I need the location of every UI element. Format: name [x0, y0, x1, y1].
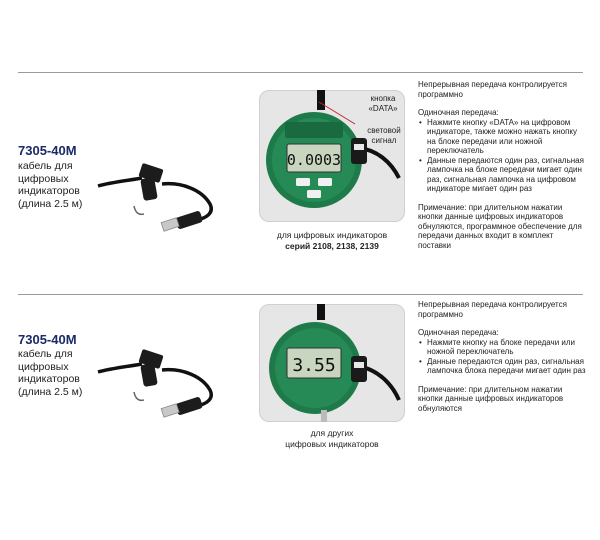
intro-text: Непрерывная передача контролируется прог…	[418, 80, 567, 99]
photo-caption: для других цифровых индикаторов	[259, 428, 405, 449]
note-text: Примечание: при длительном нажатии кнопк…	[418, 384, 564, 413]
digital-indicator-icon: 3.55	[269, 304, 401, 422]
single-transfer-item: Данные передаются один раз, сигнальная л…	[419, 357, 586, 376]
digital-indicator-icon: 0.0003	[266, 90, 401, 208]
separator-top	[18, 72, 583, 73]
single-transfer-item: Данные передаются один раз, сигнальная л…	[419, 156, 586, 194]
note-text: Примечание: при длительном нажатии кнопк…	[418, 202, 582, 250]
caption-line-2: серий 2108, 2138, 2139	[285, 240, 379, 251]
intro-text: Непрерывная передача контролируется прог…	[418, 300, 567, 319]
product-code: 7305-40M	[18, 332, 77, 347]
product-description: кабель для цифровых индикаторов (длина 2…	[18, 160, 83, 210]
single-transfer-title: Одиночная передача:	[418, 108, 499, 117]
callout-signal-light: световой сигнал	[367, 126, 401, 145]
indicator-photo: 0.0003	[259, 90, 405, 222]
usb-cable-icon	[97, 349, 213, 418]
single-transfer-title: Одиночная передача:	[418, 328, 499, 337]
description-column: Непрерывная передача контролируется прог…	[418, 80, 586, 250]
photo-caption: для цифровых индикаторов серий 2108, 213…	[259, 230, 405, 251]
description-column: Непрерывная передача контролируется прог…	[418, 300, 586, 413]
caption-line-2: цифровых индикаторов	[285, 438, 379, 449]
single-transfer-item: Нажмите кнопку на блоке передачи или нож…	[419, 338, 586, 357]
single-transfer-item: Нажмите кнопку «DATA» на цифровом индика…	[419, 118, 586, 156]
product-code: 7305-40M	[18, 143, 77, 158]
product-description: кабель для цифровых индикаторов (длина 2…	[18, 348, 83, 398]
indicator-photo: 3.55	[259, 304, 405, 422]
callout-data-button: кнопка «DATA»	[368, 94, 398, 113]
usb-cable-icon	[97, 163, 213, 232]
lcd-value: 3.55	[292, 355, 335, 376]
section-cable-other: 7305-40M кабель для цифровых индикаторов…	[0, 296, 600, 476]
separator-middle	[18, 294, 583, 295]
section-cable-series: 7305-40M кабель для цифровых индикаторов…	[0, 72, 600, 294]
caption-line-1: для цифровых индикаторов	[276, 230, 388, 240]
caption-line-1: для других	[310, 428, 354, 438]
lcd-value: 0.0003	[287, 151, 341, 169]
